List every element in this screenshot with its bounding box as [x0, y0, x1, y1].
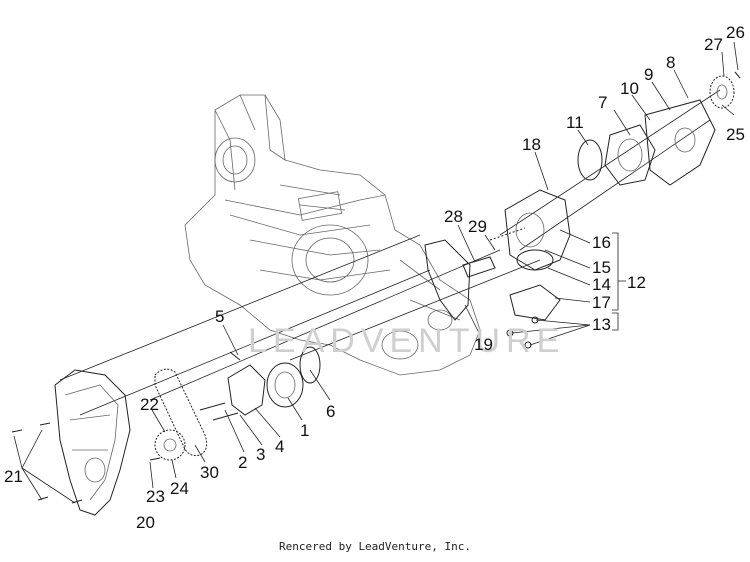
- callout-19: 19: [474, 335, 493, 354]
- callout-20: 20: [136, 513, 155, 532]
- callout-17: 17: [592, 293, 611, 312]
- callout-12: 12: [627, 273, 646, 292]
- engine-crankcase: [184, 94, 481, 376]
- callout-3: 3: [256, 445, 265, 464]
- sprocket: [154, 429, 186, 461]
- oil-pump-assembly: [227, 346, 321, 416]
- callout-8: 8: [666, 53, 675, 72]
- callout-27: 27: [704, 35, 723, 54]
- callout-9: 9: [644, 65, 653, 84]
- callout-11: 11: [566, 113, 584, 132]
- callout-15: 15: [592, 258, 611, 277]
- bolts: [11, 351, 241, 504]
- callout-25: 25: [726, 125, 745, 144]
- callout-16: 16: [592, 233, 611, 252]
- pipe-and-spring: [462, 227, 526, 278]
- assembly-guide-lines: [59, 89, 721, 416]
- pump-body: [504, 189, 571, 349]
- group-brackets: [612, 232, 626, 331]
- render-credit: Rencered by LeadVenture, Inc.: [278, 540, 472, 553]
- callout-21: 21: [4, 467, 23, 486]
- callout-1: 1: [300, 421, 309, 440]
- callout-leaders: [13, 41, 739, 504]
- callout-10: 10: [620, 79, 639, 98]
- callout-14: 14: [592, 275, 611, 294]
- callout-22: 22: [140, 395, 159, 414]
- callout-26: 26: [726, 23, 745, 42]
- gasket: [424, 239, 471, 321]
- callout-18: 18: [522, 135, 541, 154]
- callout-6: 6: [326, 402, 335, 421]
- callout-labels: 1 2 3 4 5 6 7 8 9 10 11 12 13 14 15 16 1…: [4, 23, 745, 532]
- callout-4: 4: [275, 437, 284, 456]
- pump-cover: [644, 99, 716, 186]
- timing-cover: [54, 369, 131, 516]
- callout-23: 23: [146, 487, 165, 506]
- pump-housing: [577, 124, 656, 186]
- drive-chain: [154, 368, 208, 456]
- callout-5: 5: [215, 307, 224, 326]
- callout-30: 30: [200, 463, 219, 482]
- callout-2: 2: [238, 453, 247, 472]
- callout-7: 7: [598, 93, 607, 112]
- pump-gear: [709, 71, 741, 109]
- callout-28: 28: [444, 207, 463, 226]
- callout-24: 24: [170, 479, 189, 498]
- callout-29: 29: [468, 217, 487, 236]
- watermark: LEADVENTURE: [248, 322, 565, 360]
- callout-13: 13: [592, 315, 611, 334]
